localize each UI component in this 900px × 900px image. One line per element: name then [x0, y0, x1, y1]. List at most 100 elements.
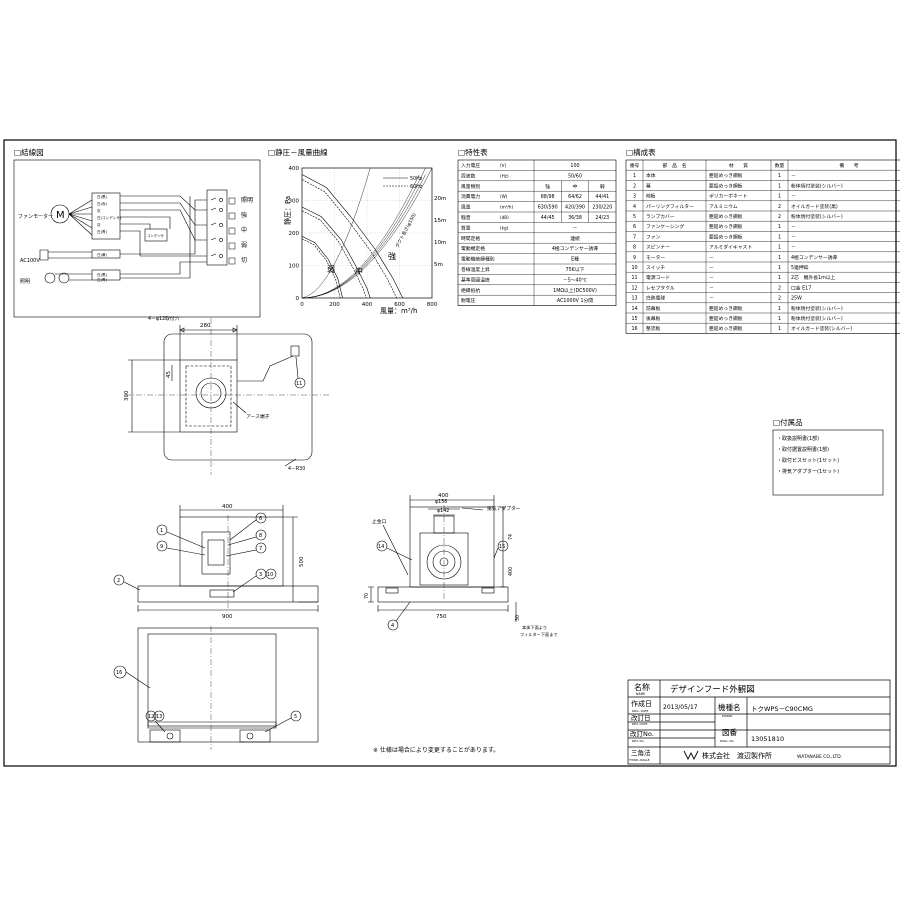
section-curve-title: □静圧－風量曲線 [268, 147, 328, 157]
svg-text:15: 15 [499, 544, 505, 550]
parts-cell: 16 [631, 326, 637, 332]
spec-row-value: E種 [571, 256, 579, 263]
svg-text:1: 1 [160, 528, 163, 534]
spec-row-value: 24/23 [595, 215, 609, 221]
tb-angle-sub: THIRD ANGLE [628, 758, 650, 762]
spec-row-unit: (V) [500, 163, 506, 168]
parts-cell: 前板 [646, 193, 656, 200]
parts-cell: － [709, 276, 714, 281]
tb-model-value: トクWPS－C90CMG [751, 705, 813, 713]
front-dim-400: 400 [222, 504, 233, 510]
parts-header-cell: 数量 [775, 162, 785, 169]
parts-cell: 5連押釦 [791, 264, 809, 271]
parts-cell: 13 [631, 296, 637, 302]
spec-table: 入力電圧(V)100周波数(Hz)50/60風量類別強中弱消費電力(W)88/9… [457, 159, 617, 306]
curve-y-tick: 100 [289, 264, 300, 270]
lighting-label: 照明 [20, 279, 30, 285]
parts-cell: ポリカーボネート [709, 193, 748, 200]
accessory-item: ・取付ビスセット(1セット) [777, 457, 839, 464]
svg-text:灰: 灰 [97, 222, 101, 227]
tb-model-sub: MODEL [722, 714, 733, 718]
parts-cell: 粉体焼付塗装(シルバー) [791, 213, 843, 220]
top-view [125, 318, 330, 475]
svg-text:白(黄): 白(黄) [97, 252, 108, 257]
curve-x-tick: 0 [300, 302, 304, 308]
spec-row-label: 騒音 [461, 214, 471, 221]
parts-cell: 2 [778, 296, 781, 302]
balloon-1 [156, 524, 168, 536]
parts-cell: 亜鉛めっき鋼板 [709, 233, 743, 240]
spec-row-value: 1MΩ以上(DC500V) [553, 287, 597, 294]
parts-header-cell: 番号 [630, 162, 640, 169]
spec-row-value: 44/41 [595, 194, 609, 200]
parts-cell: 粉体焼付塗装(シルバー) [791, 315, 843, 322]
balloon-2 [113, 574, 125, 586]
tb-date-value: 2013/05/17 [663, 704, 698, 711]
tb-name-value: デザインフード外観図 [670, 684, 755, 695]
svg-text:14: 14 [378, 544, 384, 550]
legend-50hz: 50Hz [410, 176, 423, 182]
side-dim-750: 750 [436, 614, 447, 620]
svg-text:白(コンデンサ): 白(コンデンサ) [97, 215, 122, 220]
front-view [113, 505, 319, 612]
title-block-text: 名称 NAME デザインフード外観図 作成日 DRG. DATE 2013/05… [628, 682, 842, 762]
tb-company-en: WATANABE CO.,LTD. [797, 754, 842, 760]
parts-cell: 2 [778, 285, 781, 291]
spec-row-unit: (m³/h) [500, 205, 513, 210]
parts-cell: パーリングフィルター [646, 203, 694, 210]
parts-cell: 6 [633, 224, 636, 230]
spec-row-value: 44/45 [541, 215, 555, 221]
curve-label-strong: 強 [388, 251, 396, 261]
parts-cell: － [709, 297, 714, 302]
svg-text:12: 12 [148, 714, 154, 720]
parts-cell: － [709, 256, 714, 261]
parts-cell: 3 [633, 194, 636, 200]
front-dim-500: 500 [299, 556, 305, 567]
parts-cell: 7 [633, 234, 636, 240]
spec-row-value: 88/98 [541, 194, 555, 200]
parts-cell: 白熱電球 [646, 295, 665, 302]
sheet-border [3, 139, 897, 767]
spec-row-label: 耐電圧 [461, 297, 476, 304]
parts-cell: 1 [778, 306, 781, 312]
curve-right-tick: 10m [434, 240, 446, 246]
parts-cell: 亜鉛めっき鋼板 [709, 315, 743, 322]
spec-row-value: 連続 [570, 235, 580, 242]
balloon-11-text: 11 [296, 381, 302, 387]
parts-cell: レセプタクル [646, 284, 675, 291]
svg-text:9: 9 [160, 544, 163, 550]
curve-x-tick: 400 [362, 302, 373, 308]
parts-cell: スピンナー [646, 245, 670, 251]
side-filter-note-2: フィルター下面まで [520, 631, 558, 638]
balloon-9 [156, 540, 168, 552]
parts-cell: 25W [791, 296, 802, 302]
accessories-box: ・取扱説明書(1部) ・取付据置説明書(1部) ・取付ビスセット(1セット) ・… [772, 429, 884, 496]
switch-label-weak: 弱 [241, 242, 247, 249]
parts-cell: 8 [633, 245, 636, 251]
parts-cell: 2 [778, 214, 781, 220]
parts-cell: 1 [778, 265, 781, 271]
switch-label-medium: 中 [241, 226, 247, 234]
parts-header-cell: 部 品 名 [663, 162, 687, 169]
tb-name-label: 名称 [634, 682, 650, 692]
parts-cell: 粉体焼付塗装(シルバー) [791, 305, 843, 312]
side-view-labels: 400 φ156 φ142 750 74 400 70 30 排気アダプター 止… [364, 493, 558, 638]
parts-cell: 口金 E17 [791, 284, 811, 291]
top-view-labels: 280 300 45 4－φ12取付穴 アース端子 4－R30 11 [124, 315, 305, 472]
parts-cell: － [791, 246, 796, 251]
accessory-item: ・排気アダプター(1セット) [777, 468, 839, 475]
side-bracket-label: 止金口 [372, 518, 387, 525]
spec-row-label: 入力電圧 [461, 162, 480, 169]
parts-cell: 1 [778, 234, 781, 240]
parts-cell: 1 [778, 173, 781, 179]
parts-cell: 粉体焼付塗装(シルバー) [791, 182, 843, 189]
parts-cell: 1 [778, 275, 781, 281]
motor-m-label: M [56, 210, 65, 221]
tb-rev-date-label: 改訂日 [631, 713, 651, 722]
curve-x-label: 風量：m³/h [380, 307, 417, 315]
parts-cell: ファンケーシング [646, 223, 684, 230]
parts-cell: 12 [631, 285, 637, 291]
curve-right-tick: 5m [434, 262, 443, 268]
curve-label-weak: 弱 [327, 265, 335, 274]
parts-cell: － [709, 286, 714, 291]
